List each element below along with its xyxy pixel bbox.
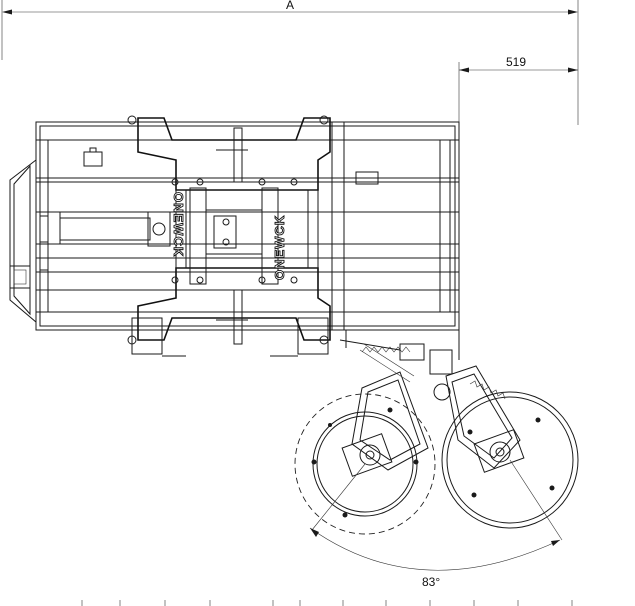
- left-gearbox-arm: [341, 343, 429, 477]
- dimension-519: 519: [458, 55, 578, 140]
- bottom-ticks: [81, 600, 573, 606]
- pivot-linkage: [339, 330, 460, 401]
- right-cutter-disc: [441, 391, 579, 529]
- mower-frame: [9, 121, 460, 331]
- brand-text-left: ONEWCK: [171, 192, 186, 257]
- right-gearbox-arm: [445, 365, 525, 473]
- dimension-519-label: 519: [506, 55, 526, 69]
- headstock: [59, 115, 331, 357]
- dimension-a: A: [1, 0, 579, 125]
- angle-83-label: 83°: [422, 575, 440, 589]
- dimension-a-label: A: [286, 0, 294, 12]
- brand-text-right: ONEWCK: [272, 215, 287, 280]
- angle-dimension: 83°: [309, 459, 563, 589]
